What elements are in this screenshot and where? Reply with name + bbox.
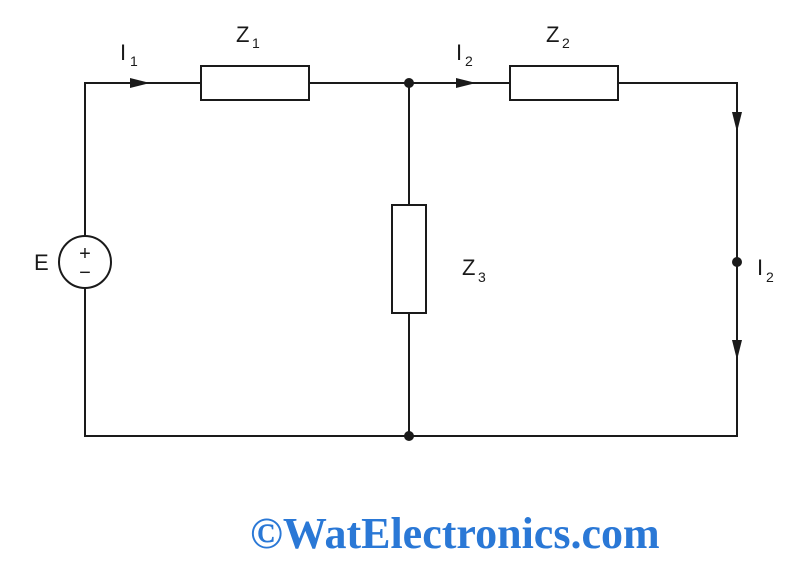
impedance-z3 [391,204,427,314]
source-minus-sign: − [79,262,91,284]
label-source-e: E [34,250,49,275]
watermark-text: ©WatElectronics.com [250,509,660,558]
impedance-z2 [509,65,619,101]
label-i2-top-sub: 2 [465,53,473,69]
junction-right [732,257,742,267]
junction-bottom [404,431,414,441]
impedance-z1 [200,65,310,101]
label-i1-sub: 1 [130,53,138,69]
label-z2-sub: 2 [562,35,570,51]
label-i2-right: I [757,255,763,280]
label-z3-sub: 3 [478,269,486,285]
arrow-right-upper [732,112,742,132]
label-i2-top: I [456,40,462,65]
label-z1-sub: 1 [252,35,260,51]
source-plus-sign: + [79,243,91,265]
label-z1: Z [236,22,249,47]
label-z3: Z [462,255,475,280]
voltage-source [58,235,112,289]
label-z2: Z [546,22,559,47]
arrow-right-lower [732,340,742,360]
arrow-i1 [130,78,150,88]
arrow-i2-top [456,78,476,88]
junction-top [404,78,414,88]
label-i2-right-sub: 2 [766,269,774,285]
label-i1: I [120,40,126,65]
